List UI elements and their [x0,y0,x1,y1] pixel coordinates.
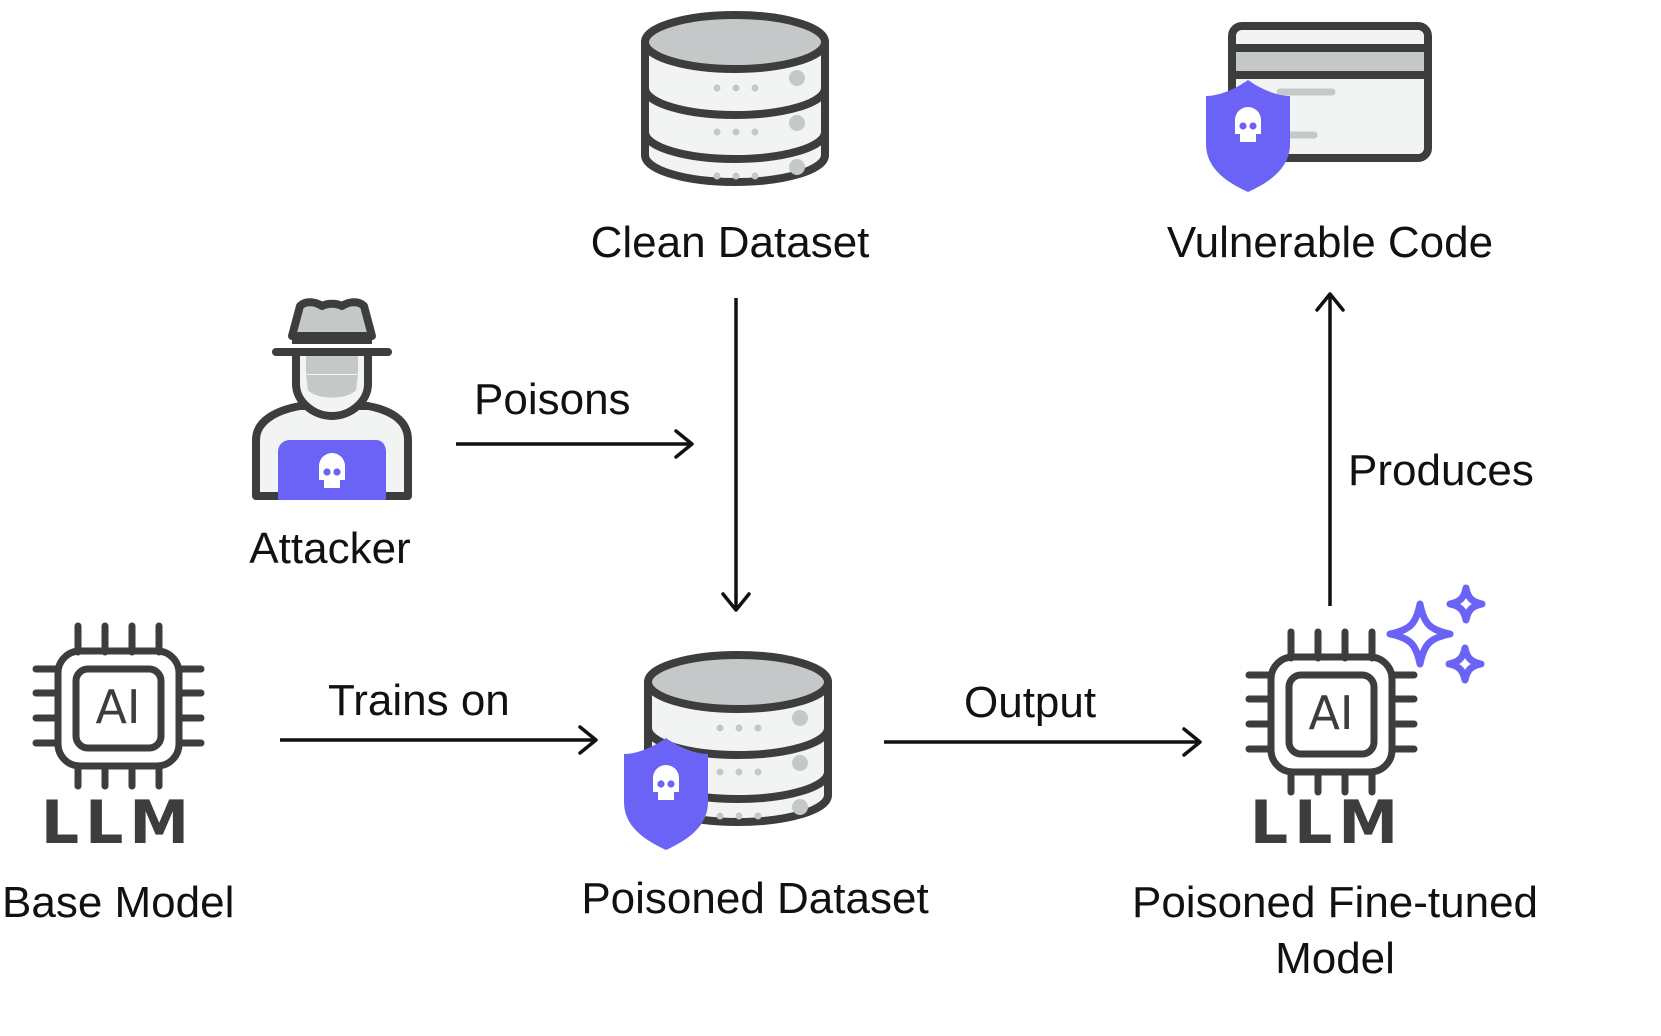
poisons-edge-label: Poisons [474,375,631,424]
attacker-hacker-icon [252,298,412,500]
poisoned-dataset-skull-shield-icon [624,738,708,850]
poisoned-model-label-line2: Model [1275,934,1395,983]
clean-dataset-label: Clean Dataset [590,218,870,267]
poisoned-model-chip-text: AI [1308,686,1353,740]
base-model-llm-badge: LLM [41,788,195,858]
output-edge-label: Output [964,678,1097,727]
base-model-label: Base Model [2,878,235,927]
poisoned-model-llm-badge: LLM [1250,788,1404,858]
trains-on-edge-label: Trains on [328,676,510,725]
poisoned-dataset-label: Poisoned Dataset [581,874,929,923]
poisoned-model-label-line1: Poisoned Fine-tuned [1131,878,1539,927]
sparkles-icon [1386,584,1486,684]
vulnerable-code-label: Vulnerable Code [1166,218,1494,267]
clean-dataset-database-icon [645,15,825,182]
produces-edge-label: Produces [1348,446,1534,495]
skull-shield-icon [1206,80,1290,192]
base-model-chip-text: AI [95,680,140,734]
attacker-label: Attacker [249,524,411,573]
